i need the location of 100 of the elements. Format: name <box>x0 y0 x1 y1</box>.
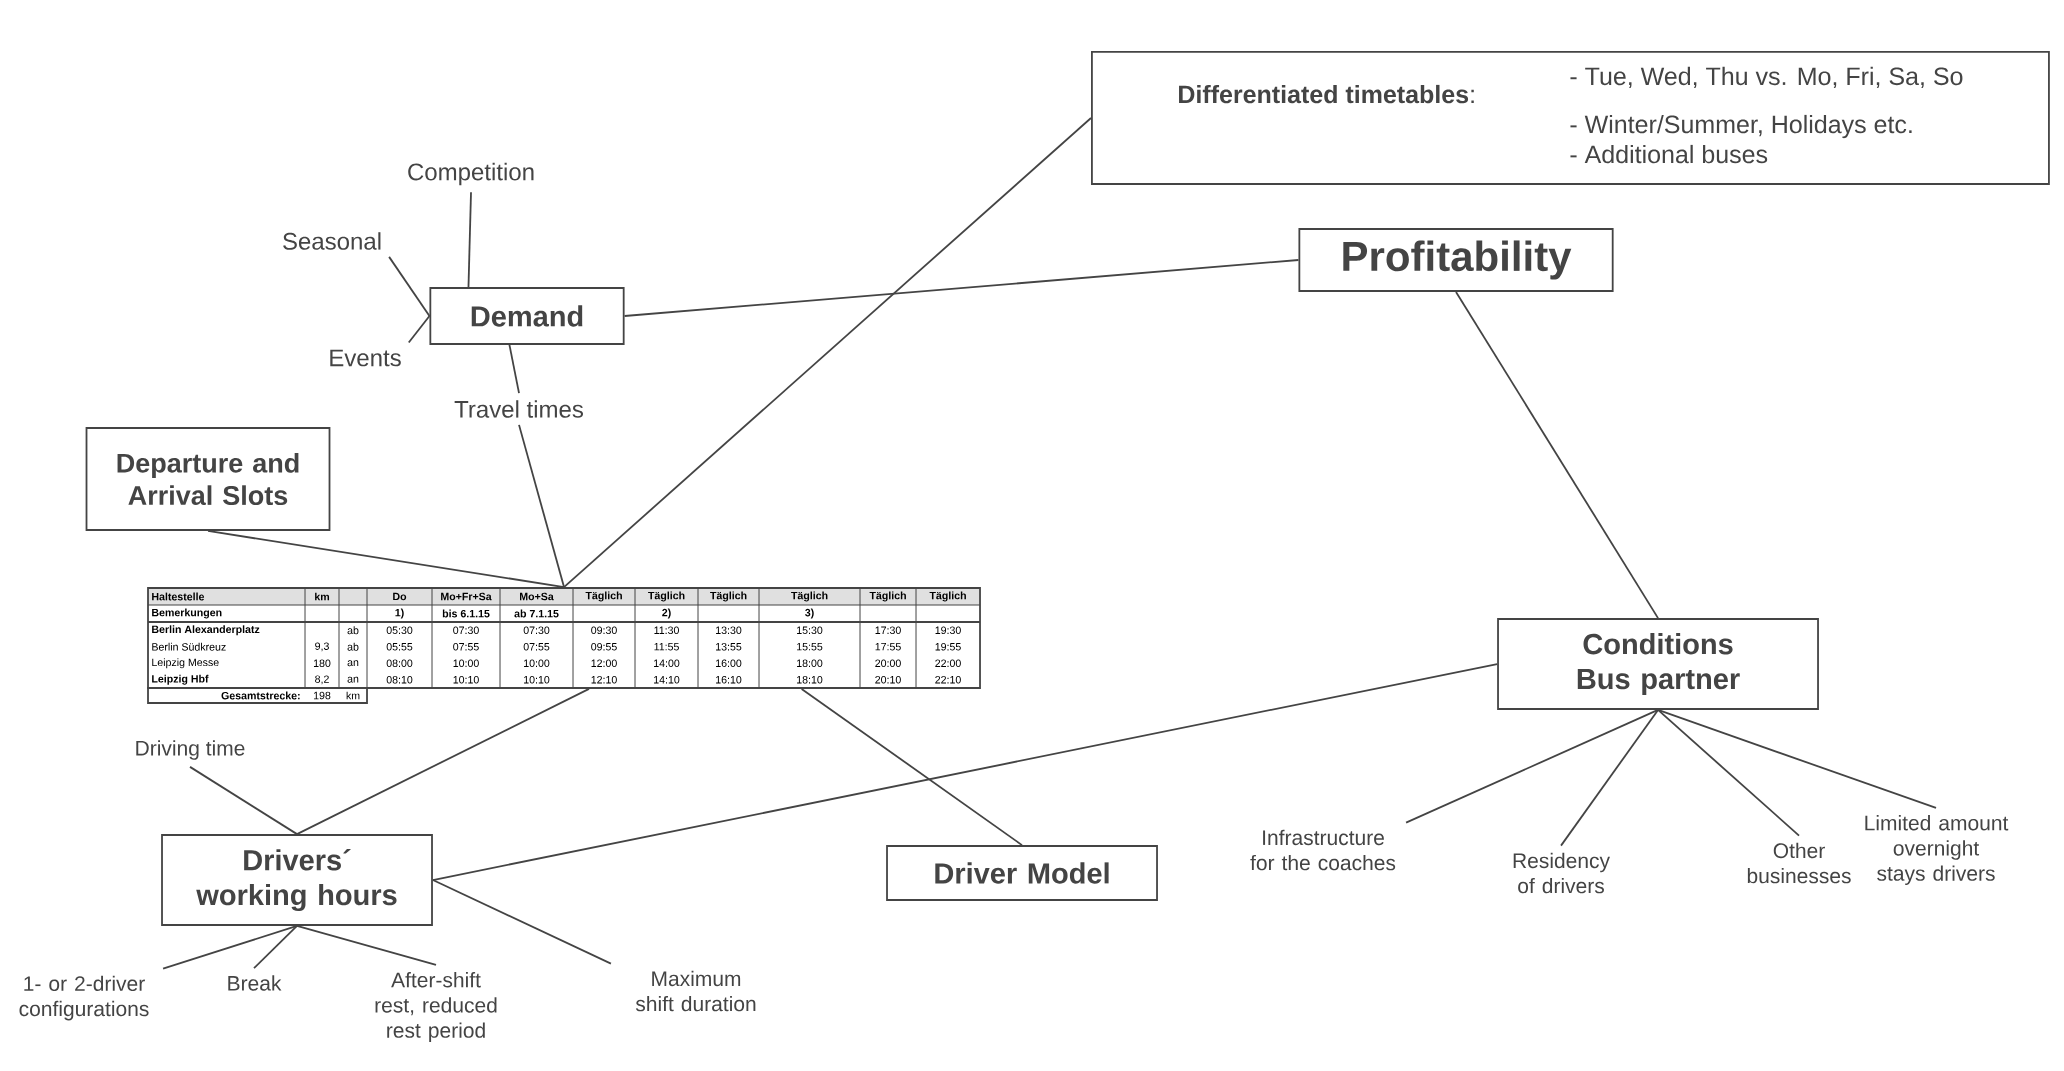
connecting-line <box>253 925 298 970</box>
timetable-entry: Mo+Fr+Sa <box>441 592 492 601</box>
timetable-entry: Täglich <box>648 591 685 602</box>
timetable-entry: an <box>347 660 359 667</box>
timetable-entry: 19:55 <box>935 643 961 651</box>
timetable-entry: km <box>315 592 330 601</box>
timetable-entry: 16:10 <box>716 676 742 684</box>
topic-label: Seasonal <box>283 232 381 250</box>
topic-label: Limited amount overnight stays drivers <box>1865 815 2009 885</box>
timetable-entry: Täglich <box>929 591 966 602</box>
timetable-entry: 20:10 <box>875 676 901 684</box>
timetable-entry: 05:55 <box>386 643 413 651</box>
timetable-entry: 13:30 <box>716 626 742 634</box>
timetable-entry: 07:55 <box>453 643 479 651</box>
timetable-entry: ab 7.1.15 <box>514 609 559 618</box>
timetable-entry: 12:10 <box>591 676 617 684</box>
topic-box: Driver Model <box>886 845 1158 901</box>
timetable-entry: Bemerkungen <box>152 608 222 619</box>
topic-box: Drivers´ working hours <box>161 834 433 926</box>
timetable-entry: 10:10 <box>524 676 550 684</box>
timetable-entry: 10:10 <box>453 676 479 684</box>
timetable <box>147 587 981 704</box>
timetable-entry: ab <box>347 626 359 635</box>
connecting-line <box>1560 709 1659 847</box>
timetable-entry: 2) <box>662 608 671 619</box>
connecting-line <box>800 688 1023 846</box>
connecting-line <box>296 688 590 835</box>
topic-label: Competition <box>408 162 534 186</box>
timetable-entry: Mo+Sa <box>520 592 554 601</box>
topic-box: Conditions Bus partner <box>1497 618 1819 710</box>
timetable-entry: km <box>346 691 360 700</box>
topic-label: Driving time <box>136 740 245 760</box>
topic-label: Break <box>228 975 282 991</box>
timetable-entry: Täglich <box>710 591 747 602</box>
timetable-entry: 15:55 <box>797 643 823 651</box>
timetable-entry: 22:00 <box>935 659 961 667</box>
connecting-line <box>1405 709 1659 824</box>
connecting-line <box>162 925 298 970</box>
timetable-entry: Leipzig Messe <box>152 658 219 669</box>
topic-label: Residency of drivers <box>1513 852 1610 894</box>
timetable-entry: 18:10 <box>797 676 823 684</box>
timetable-entry: 08:00 <box>386 659 413 667</box>
timetable-entry: Leipzig Hbf <box>152 674 209 685</box>
timetable-entry: 10:00 <box>524 659 550 667</box>
connecting-line <box>1657 709 1800 837</box>
topic-box: Departure and Arrival Slots <box>85 427 331 531</box>
timetable-entry: Do <box>393 592 407 601</box>
timetable-entry: 11:30 <box>654 626 679 634</box>
timetable-entry: 19:30 <box>935 626 961 634</box>
timetable-entry: Gesamtstrecke: <box>221 691 300 700</box>
connecting-line <box>508 344 520 394</box>
connecting-line <box>518 424 565 588</box>
connecting-line <box>189 765 298 835</box>
timetable-entry: 198 <box>314 691 331 700</box>
timetable-entry: 1) <box>395 608 404 619</box>
timetable-entry: Haltestelle <box>152 592 205 601</box>
timetable-entry: 08:10 <box>386 676 413 684</box>
timetable-entry: Täglich <box>791 591 828 602</box>
connecting-line <box>388 256 431 317</box>
timetable-entry: 14:00 <box>654 659 680 667</box>
timetable-entry: 18:00 <box>797 659 823 667</box>
connecting-line <box>467 191 472 288</box>
timetable-entry: bis 6.1.15 <box>442 609 490 618</box>
connecting-line <box>563 117 1092 588</box>
timetable-entry: 17:30 <box>875 626 901 634</box>
connecting-line <box>432 663 1498 881</box>
timetable-entry: 05:30 <box>386 626 413 634</box>
timetable-entry: 09:30 <box>591 626 617 634</box>
topic-label: After-shift rest, reduced rest period <box>375 972 497 1042</box>
timetable-entry: 13:55 <box>716 643 742 651</box>
timetable-entry: 17:55 <box>875 643 901 651</box>
topic-label: Events <box>330 349 401 367</box>
timetable-entry: 16:00 <box>716 659 742 667</box>
timetable-entry: Berlin Alexanderplatz <box>152 625 260 636</box>
topic-label: Other businesses <box>1747 842 1851 884</box>
connecting-line <box>623 259 1300 317</box>
topic-label: Infrastructure for the coaches <box>1250 829 1396 871</box>
connecting-line <box>296 925 437 966</box>
timetable-entry: 14:10 <box>654 676 680 684</box>
timetable-entry: 11:55 <box>654 643 679 651</box>
title-box: Profitability <box>1298 228 1614 292</box>
timetable-entry: Berlin Südkreuz <box>152 642 226 651</box>
topic-label: 1- or 2-driver configurations <box>19 975 149 1021</box>
topic-label: Maximum shift duration <box>635 970 756 1012</box>
timetable-entry: 12:00 <box>591 659 617 667</box>
timetable-entry: 180 <box>314 659 331 667</box>
timetable-entry: Täglich <box>869 591 906 602</box>
connecting-line <box>207 530 565 588</box>
timetable-entry: 07:30 <box>453 626 479 634</box>
timetable-entry: 9,3 <box>315 642 329 652</box>
timetable-entry: 07:55 <box>523 643 550 651</box>
topic-box: Demand <box>429 287 625 345</box>
timetable-entry: 09:55 <box>591 643 617 651</box>
connecting-line <box>407 315 431 344</box>
timetable-entry: 20:00 <box>875 659 901 667</box>
timetable-entry: an <box>347 676 359 683</box>
timetable-entry: 22:10 <box>935 676 961 684</box>
connecting-line <box>432 879 612 965</box>
timetable-entry: 10:00 <box>453 659 479 667</box>
note-box: Differentiated timetables: - Tue, Wed, Thu vs. Mo, Fri, Sa, So - Winter/Summer, Holidays etc. - Additional buses <box>1091 51 2050 185</box>
